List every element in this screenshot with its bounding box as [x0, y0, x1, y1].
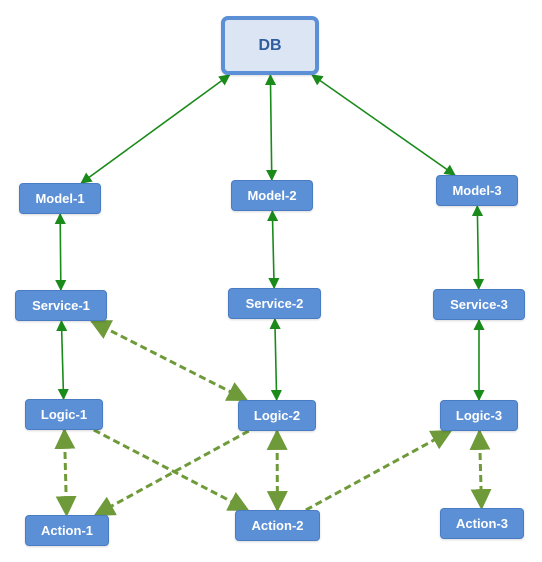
- node-logic-1[interactable]: Logic-1: [25, 399, 103, 430]
- edge-db-model2: [264, 73, 278, 182]
- edge-logic3-action3: [469, 428, 492, 511]
- node-action-2[interactable]: Action-2: [235, 510, 320, 541]
- edge-service2-logic2: [269, 317, 283, 402]
- node-service-3[interactable]: Service-3: [433, 289, 525, 320]
- edge-db-model3: [311, 74, 456, 176]
- edge-model1-service1: [54, 212, 67, 292]
- edge-db-model1: [80, 74, 231, 184]
- node-logic-2[interactable]: Logic-2: [238, 400, 316, 431]
- node-logic-3[interactable]: Logic-3: [440, 400, 518, 431]
- node-service-2[interactable]: Service-2: [228, 288, 321, 319]
- node-model-3[interactable]: Model-3: [436, 175, 518, 206]
- edge-service1-logic1: [56, 319, 69, 401]
- node-service-1[interactable]: Service-1: [15, 290, 107, 321]
- node-model-1[interactable]: Model-1: [19, 183, 101, 214]
- node-action-1[interactable]: Action-1: [25, 515, 109, 546]
- edge-model2-service2: [266, 209, 280, 290]
- edge-logic1-action1: [54, 427, 77, 518]
- node-model-2[interactable]: Model-2: [231, 180, 313, 211]
- edge-logic1-action2: [93, 428, 250, 512]
- edge-model3-service3: [471, 204, 485, 291]
- edge-service1-logic2: [89, 319, 249, 402]
- edge-logic2-action1: [93, 429, 250, 517]
- edge-action2-logic3: [305, 429, 453, 512]
- node-db[interactable]: DB: [221, 16, 319, 75]
- node-action-3[interactable]: Action-3: [440, 508, 524, 539]
